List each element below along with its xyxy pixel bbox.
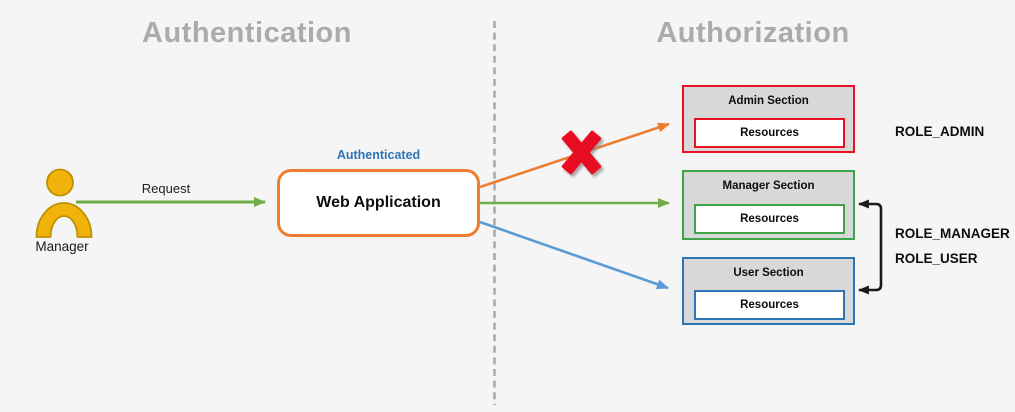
manager-resources-label: Resources bbox=[740, 213, 799, 225]
user-resources-label: Resources bbox=[740, 299, 799, 311]
admin-section-title: Admin Section bbox=[728, 95, 809, 107]
access-denied-icon bbox=[561, 130, 602, 175]
user-section-node: User Section Resources bbox=[682, 257, 855, 325]
manager-section-title: Manager Section bbox=[722, 180, 815, 192]
role-assignment-connector bbox=[858, 199, 883, 295]
role-user-label: ROLE_USER bbox=[895, 251, 978, 266]
admin-resources-label: Resources bbox=[740, 127, 799, 139]
request-label: Request bbox=[141, 181, 191, 196]
user-section-title: User Section bbox=[733, 267, 804, 279]
actor-label: Manager bbox=[35, 239, 89, 254]
authentication-phase-title: Authentication bbox=[142, 17, 352, 49]
role-admin-label: ROLE_ADMIN bbox=[895, 124, 985, 139]
web-application-node: Web Application bbox=[277, 169, 480, 237]
manager-user-icon bbox=[35, 168, 93, 238]
user-resources-box: Resources bbox=[694, 290, 845, 320]
web-application-label: Web Application bbox=[316, 194, 441, 211]
authenticated-status-label: Authenticated bbox=[336, 148, 421, 162]
user-access-arrow bbox=[479, 220, 669, 290]
admin-resources-box: Resources bbox=[694, 118, 845, 148]
admin-section-node: Admin Section Resources bbox=[682, 85, 855, 153]
authorization-phase-title: Authorization bbox=[656, 17, 850, 49]
manager-resources-box: Resources bbox=[694, 204, 845, 234]
role-manager-label: ROLE_MANAGER bbox=[895, 226, 1010, 241]
manager-section-node: Manager Section Resources bbox=[682, 170, 855, 240]
